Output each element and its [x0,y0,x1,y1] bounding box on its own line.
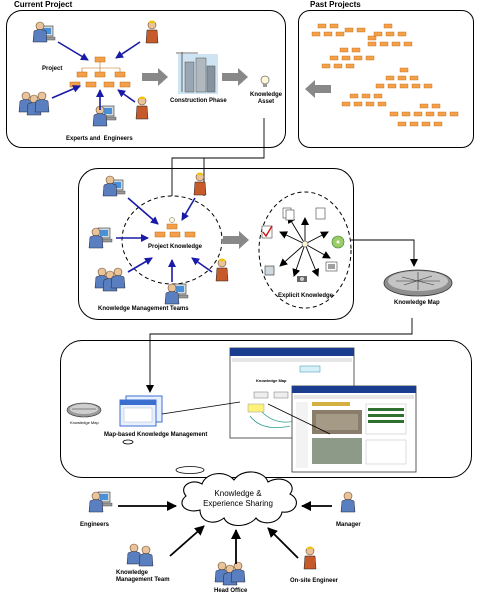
project-label: Project [42,66,63,72]
engineer-icon [145,20,159,44]
sharing-cloud-text: Knowledge & Experience Sharing [203,489,273,508]
explicit-to-map-arrow [351,239,418,267]
km-team-label: Knowledge Management Team [116,570,170,583]
small-map-label: Knowledge Map [70,420,99,425]
photo-icon [325,261,338,272]
project-knowledge-label: Project Knowledge [148,244,203,250]
screenshot-title-label: Knowledge Map [256,378,287,383]
explicit-knowledge-ellipse [258,191,352,309]
explicit-knowledge-hub [261,207,345,282]
document-icon [282,207,295,221]
km-expert-icon [102,175,126,197]
floppy-icon [264,265,275,276]
explicit-knowledge-label: Explicit Knowledge [278,293,334,299]
knowledge-map-label: Knowledge Map [394,300,440,306]
manager-label: Manager [336,522,361,528]
km-gray-arrow [223,231,249,249]
onsite-engineer-label: On-site Engineer [290,578,339,584]
knowledge-asset-label: Knowledge Asset [250,92,283,105]
web-page-screenshot [291,385,417,473]
checklist-icon [261,225,273,239]
construction-image [176,52,218,94]
expert-icon [32,21,56,43]
map-to-km-arrow [146,318,413,393]
map-panel-connectors [161,401,331,435]
km-teams-label: Knowledge Management Teams [98,306,189,312]
notes-icon [315,207,326,220]
engineer-computer-icon [92,105,117,127]
engineers-label: Engineers [80,522,110,528]
km-team-icon [126,543,154,567]
cd-icon [331,235,345,249]
small-knowledge-map [66,402,102,418]
engineers-icon [88,491,113,513]
construction-phase-label: Construction Phase [170,98,227,104]
past-projects-charts [311,23,459,127]
small-ovals [122,439,205,474]
km-group-icon [94,267,126,292]
manager-icon [340,491,356,513]
past-projects-title: Past Projects [310,0,361,9]
browser-windows-icon [119,395,163,427]
current-project-title: Current Project [14,0,73,9]
head-office-label: Head Office [214,588,248,594]
km-computer-icon [88,227,113,249]
sharing-arrows [118,501,332,564]
gray-flow-arrows [142,68,331,98]
project-arrows [51,41,141,110]
surveyor-icon [135,96,149,120]
map-based-km-label: Map-based Knowledge Management [104,432,208,438]
camera-icon [297,276,307,282]
asset-connector [171,118,265,196]
km-org-chart [154,217,196,238]
sharing-cloud [181,471,297,527]
project-org-chart [69,56,131,88]
km-people [88,172,229,305]
lightbulb-icon [260,75,270,87]
onsite-engineer-icon [303,546,317,570]
km-worker-icon [215,258,229,282]
head-office-icon [214,561,246,586]
group-icon [18,91,50,116]
experts-engineers-label: Experts and Engineers [66,136,133,142]
km-surveyor-icon [164,283,189,305]
km-arrows [116,197,213,282]
knowledge-map-disc [383,269,453,297]
